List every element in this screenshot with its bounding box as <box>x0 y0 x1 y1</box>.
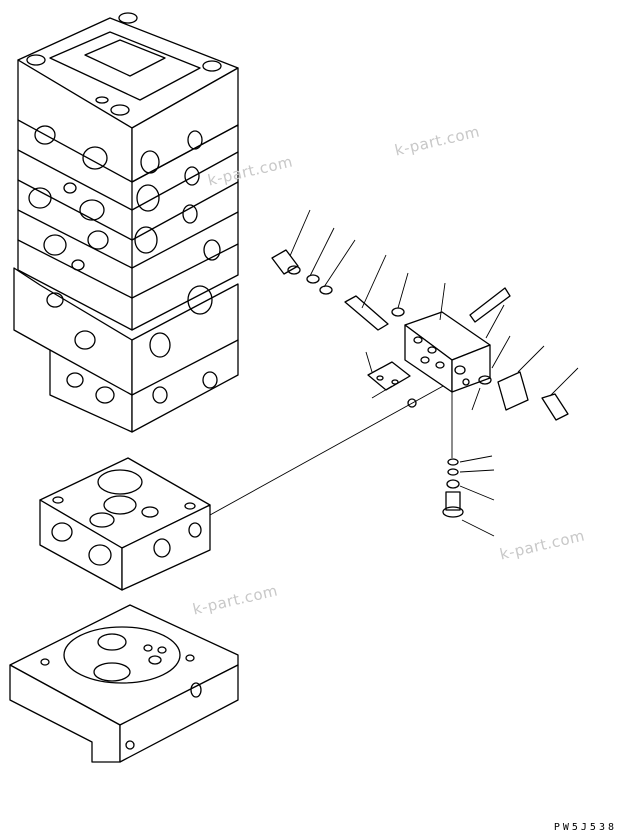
drawing-code: PW5J538 <box>553 822 617 833</box>
reference-leaders <box>289 209 579 537</box>
cover-plate <box>478 371 569 421</box>
auxiliary-valve-block <box>404 311 491 393</box>
valve-end-housing <box>9 604 239 763</box>
plug-parts <box>271 249 511 331</box>
leader-line <box>209 384 446 516</box>
valve-section-plate <box>39 457 211 591</box>
control-valve-stack <box>13 12 239 433</box>
fitting-stack <box>442 392 464 518</box>
small-plate-group <box>367 361 417 408</box>
